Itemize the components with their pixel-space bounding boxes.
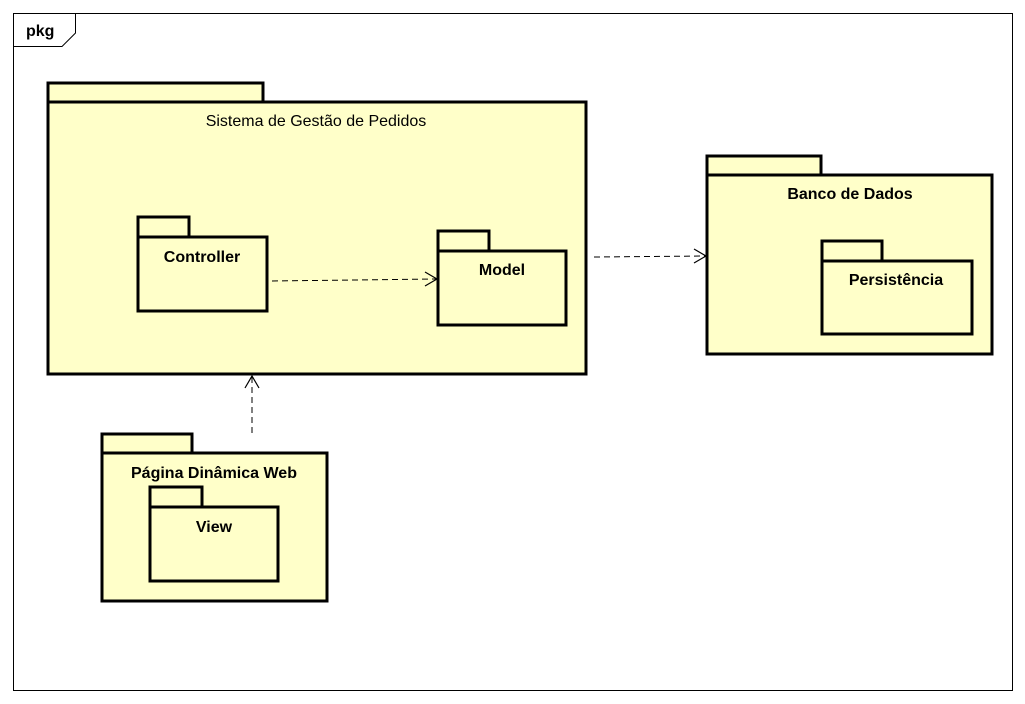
package-controller[interactable]: Controller <box>136 215 269 313</box>
package-persistencia[interactable]: Persistência <box>820 239 974 336</box>
package-view[interactable]: View <box>148 485 280 583</box>
package-body <box>436 249 568 327</box>
frame-label: pkg <box>26 23 54 40</box>
dependency-line <box>271 278 437 282</box>
package-tab <box>46 81 265 104</box>
package-tab <box>148 485 204 509</box>
package-title: Controller <box>164 249 240 266</box>
package-body <box>136 235 269 313</box>
package-tab <box>436 229 491 253</box>
package-title: Model <box>479 262 525 279</box>
package-tab <box>705 154 823 177</box>
package-tab <box>100 432 194 455</box>
package-title: View <box>196 519 233 536</box>
package-title: Banco de Dados <box>787 186 912 203</box>
frame-label-tab <box>13 13 76 47</box>
package-tab <box>820 239 884 263</box>
diagram-frame <box>13 13 1013 691</box>
dependency-controller-to-model[interactable] <box>271 271 439 287</box>
package-title: Sistema de Gestão de Pedidos <box>206 113 427 130</box>
package-title: Página Dinâmica Web <box>131 465 297 482</box>
dependency-pagina-to-sistema[interactable] <box>244 374 260 433</box>
package-tab <box>136 215 191 239</box>
dependency-arrowhead <box>424 271 439 287</box>
package-title: Persistência <box>849 272 943 289</box>
dependency-line <box>593 255 706 258</box>
package-body <box>820 259 974 336</box>
package-body <box>148 505 280 583</box>
dependency-sistema-to-banco[interactable] <box>593 248 708 264</box>
package-model[interactable]: Model <box>436 229 568 327</box>
dependency-arrowhead <box>693 248 708 264</box>
dependency-arrowhead <box>244 374 260 389</box>
package-body <box>46 100 588 376</box>
package-sistema-gestao-pedidos[interactable]: Sistema de Gestão de Pedidos <box>46 81 588 376</box>
